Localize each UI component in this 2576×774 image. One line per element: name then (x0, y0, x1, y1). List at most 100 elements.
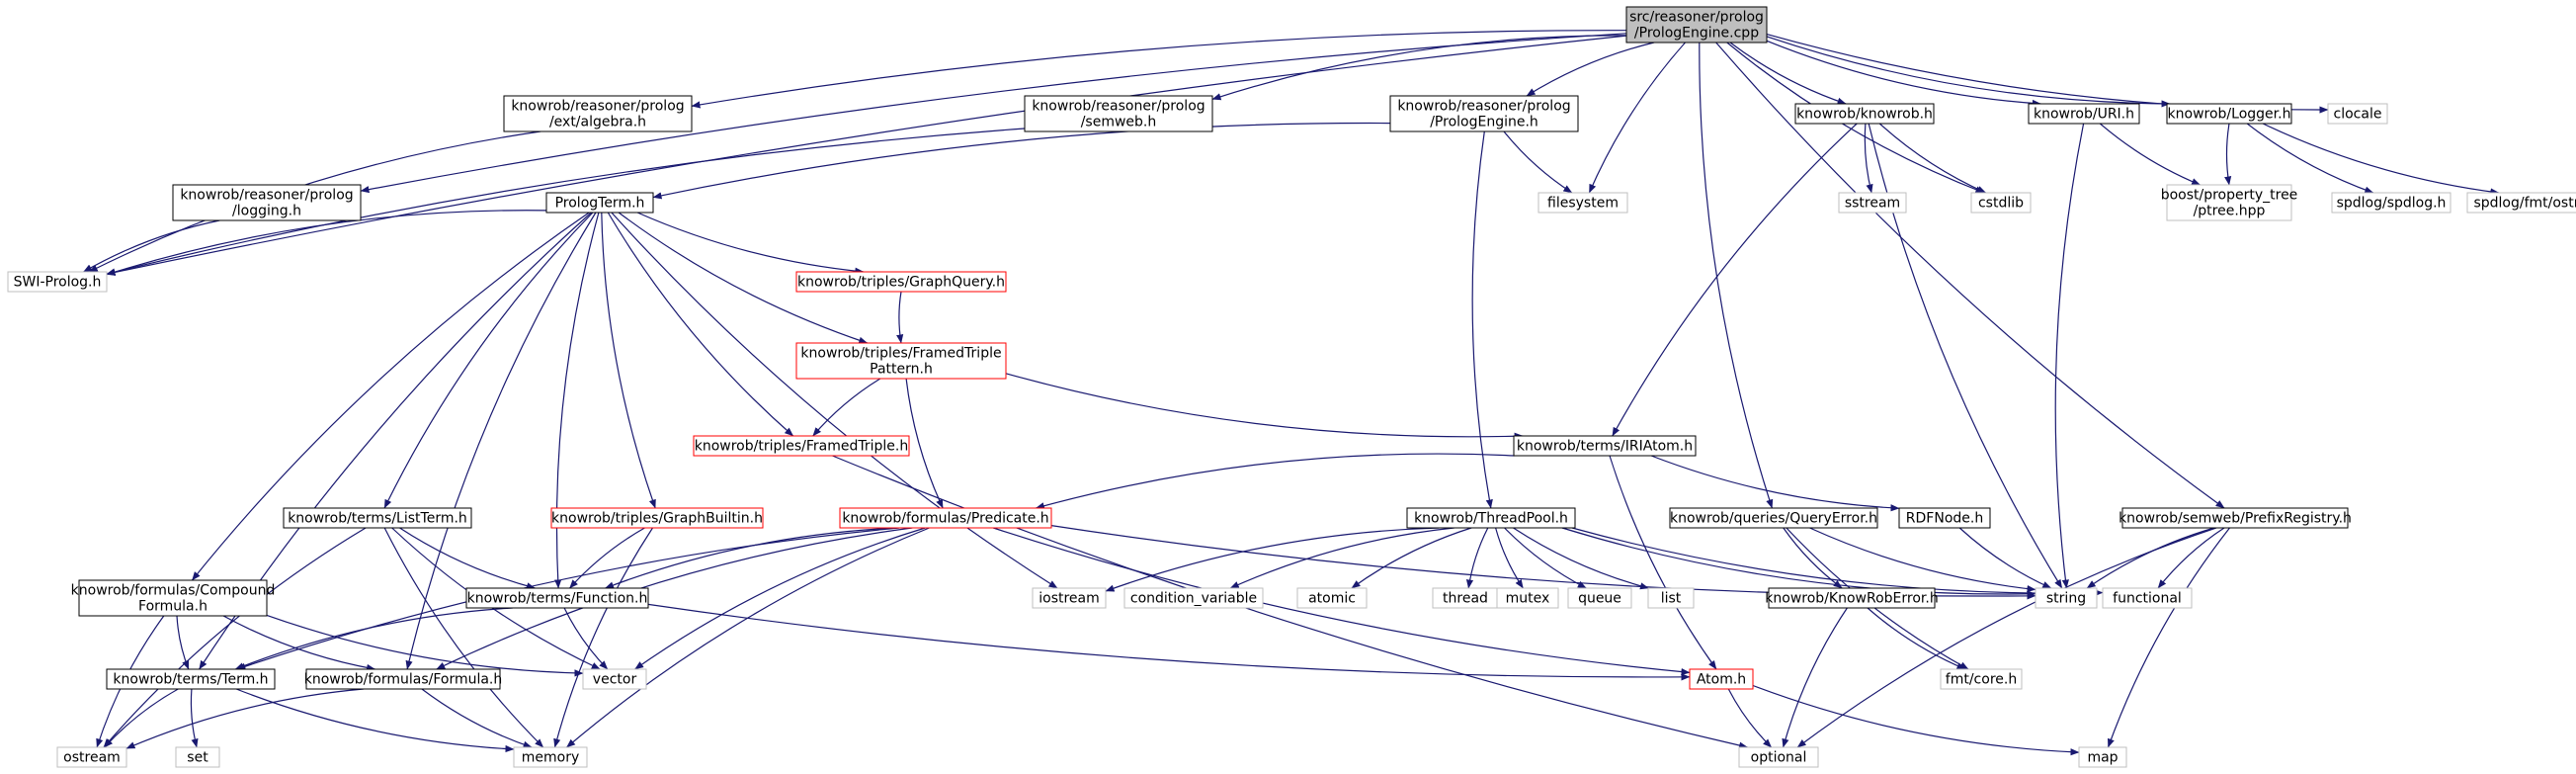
node-ext_algebra-label-line-0: knowrob/reasoner/prolog (511, 99, 684, 115)
node-logger_h[interactable]: knowrob/Logger.h (2166, 103, 2292, 125)
node-spdlog-label-line-0: spdlog/spdlog.h (2337, 196, 2447, 212)
node-boost_ptree-label-line-0: boost/property_tree (2161, 188, 2298, 204)
edge-compoundformula-to-formula_h (222, 615, 376, 672)
node-ext_algebra[interactable]: knowrob/reasoner/prolog/ext/algebra.h (503, 95, 693, 132)
node-knowrob_h[interactable]: knowrob/knowrob.h (1794, 103, 1935, 125)
edge-root-to-prefixregistry (1715, 42, 2225, 509)
node-semweb[interactable]: knowrob/reasoner/prolog/semweb.h (1024, 95, 1213, 132)
node-condvar-label-line-0: condition_variable (1130, 591, 1257, 607)
node-functional: functional (2102, 587, 2193, 609)
edge-prologterm-to-compoundformula (191, 212, 590, 581)
node-term_h[interactable]: knowrob/terms/Term.h (106, 668, 276, 690)
node-prologengine_h-label-line-0: knowrob/reasoner/prolog (1397, 99, 1570, 115)
node-atom_h[interactable]: Atom.h (1689, 668, 1754, 690)
node-map: map (2078, 746, 2127, 768)
edge-term_h-to-set (190, 688, 199, 748)
edge-threadpool-to-condvar (1229, 527, 1454, 589)
node-list: list (1647, 587, 1695, 609)
node-ext_algebra-label-line-1: /ext/algebra.h (549, 115, 646, 130)
node-vector: vector (582, 668, 647, 690)
node-graphquery[interactable]: knowrob/triples/GraphQuery.h (795, 271, 1007, 293)
node-root-label-line-1: /PrologEngine.cpp (1634, 26, 1759, 42)
node-prefixregistry-box (2121, 507, 2349, 529)
edge-knowroberror-to-fmtcore (1867, 607, 1966, 670)
node-semweb-label-line-0: knowrob/reasoner/prolog (1032, 99, 1205, 115)
edge-prologterm-to-swi (106, 210, 547, 276)
node-logging_h[interactable]: knowrob/reasoner/prolog/logging.h (172, 184, 362, 221)
node-uri_h-label-line-0: knowrob/URI.h (2034, 107, 2134, 123)
node-knowrob_h-label-line-0: knowrob/knowrob.h (1796, 107, 1933, 123)
edge-iriatom-to-atom_h (1609, 455, 1717, 670)
node-atomic: atomic (1296, 587, 1368, 609)
node-formula_h[interactable]: knowrob/formulas/Formula.h (304, 668, 503, 690)
node-graphbuiltin[interactable]: knowrob/triples/GraphBuiltin.h (550, 507, 764, 529)
node-cstdlib: cstdlib (1970, 192, 2032, 214)
edge-formula_h-to-memory (421, 688, 533, 748)
node-queryerror[interactable]: knowrob/queries/QueryError.h (1669, 507, 1878, 529)
edge-prologengine_h-to-threadpool (1471, 130, 1493, 509)
node-swi-box (7, 271, 108, 293)
node-function_h[interactable]: knowrob/terms/Function.h (465, 587, 649, 609)
node-string-box (2035, 587, 2098, 609)
edge-knowrob_h-to-sstream (1864, 123, 1873, 194)
node-uri_h[interactable]: knowrob/URI.h (2028, 103, 2140, 125)
node-iostream-box (1032, 587, 1107, 609)
edge-threadpool-to-functional (1571, 527, 2104, 597)
node-memory-box (513, 746, 588, 768)
node-listterm[interactable]: knowrob/terms/ListTerm.h (283, 507, 472, 529)
node-term_h-label-line-0: knowrob/terms/Term.h (113, 672, 268, 688)
node-rdfnode[interactable]: RDFNode.h (1898, 507, 1991, 529)
node-memory-label-line-0: memory (522, 750, 580, 766)
node-iriatom[interactable]: knowrob/terms/IRIAtom.h (1513, 435, 1697, 457)
node-prologengine_h[interactable]: knowrob/reasoner/prolog/PrologEngine.h (1389, 95, 1579, 132)
edge-function_h-to-vector (563, 607, 609, 670)
edge-root-to-knowrob_h (1729, 42, 1847, 105)
node-threadpool[interactable]: knowrob/ThreadPool.h (1406, 507, 1576, 529)
edge-ext_algebra-to-swi (88, 130, 541, 273)
node-queue-box (1567, 587, 1632, 609)
node-functional-label-line-0: functional (2113, 591, 2182, 607)
node-listterm-box (283, 507, 472, 529)
node-listterm-label-line-0: knowrob/terms/ListTerm.h (288, 511, 467, 527)
edge-prefixregistry-to-map (2107, 527, 2230, 748)
node-logger_h-label-line-0: knowrob/Logger.h (2168, 107, 2291, 123)
edge-function_h-to-atom_h (647, 603, 1691, 681)
node-graphquery-label-line-0: knowrob/triples/GraphQuery.h (797, 275, 1005, 291)
edge-root-to-clocale (1766, 34, 2329, 114)
edge-semweb-to-swi (106, 128, 1026, 276)
node-sstream-label-line-0: sstream (1845, 196, 1900, 212)
node-prefixregistry-label-line-0: knowrob/semweb/PrefixRegistry.h (2119, 511, 2352, 527)
edge-threadpool-to-mutex (1495, 527, 1524, 589)
node-iostream-label-line-0: iostream (1039, 591, 1100, 607)
edges-layer (83, 30, 2500, 756)
node-knowroberror[interactable]: knowrob/KnowRobError.h (1765, 587, 1939, 609)
edge-prologterm-to-framedtriplepattern (618, 212, 869, 344)
node-swi: SWI-Prolog.h (7, 271, 108, 293)
edge-framedtriplepattern-to-iriatom (1005, 373, 1524, 440)
node-iriatom-label-line-0: knowrob/terms/IRIAtom.h (1517, 439, 1693, 455)
edge-root-to-cstdlib (1726, 42, 1985, 194)
node-queue: queue (1567, 587, 1632, 609)
edge-framedtriple-to-optional (832, 455, 1749, 749)
edge-threadpool-to-iostream (1105, 527, 1440, 592)
node-function_h-label-line-0: knowrob/terms/Function.h (467, 591, 648, 607)
node-sstream-box (1838, 192, 1907, 214)
node-list-box (1647, 587, 1695, 609)
node-framedtriplepattern-label-line-0: knowrob/triples/FramedTriple (800, 346, 1001, 362)
edge-prologterm-to-listterm (383, 212, 594, 509)
edge-root-to-prologengine_h (1526, 42, 1655, 97)
node-framedtriple[interactable]: knowrob/triples/FramedTriple.h (693, 435, 910, 457)
node-iostream: iostream (1032, 587, 1107, 609)
node-root[interactable]: src/reasoner/prolog/PrologEngine.cpp (1625, 6, 1768, 43)
node-prologterm[interactable]: PrologTerm.h (545, 192, 654, 214)
edge-graphbuiltin-to-function_h (569, 527, 645, 589)
node-framedtriplepattern-box (795, 342, 1007, 380)
node-filesystem-box (1537, 192, 1628, 214)
node-prefixregistry[interactable]: knowrob/semweb/PrefixRegistry.h (2119, 507, 2352, 529)
node-compoundformula-label-line-0: knowrob/formulas/Compound (71, 583, 276, 599)
node-predicate[interactable]: knowrob/formulas/Predicate.h (839, 507, 1052, 529)
edge-prologengine_h-to-filesystem (1503, 130, 1573, 194)
edge-prologterm-to-formula_h (405, 212, 597, 670)
